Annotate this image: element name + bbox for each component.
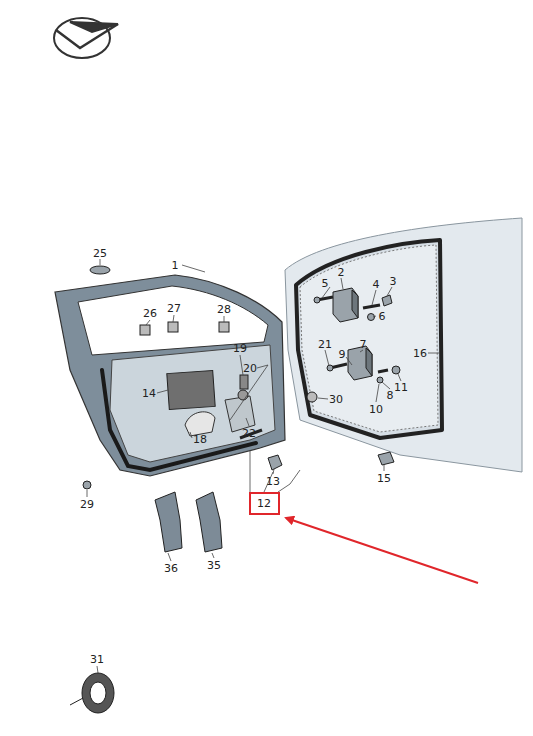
- callout-number: 14: [142, 388, 156, 399]
- callout-number: 15: [377, 473, 391, 484]
- callout-number: 19: [233, 343, 247, 354]
- leader-lines: [87, 259, 440, 673]
- callout-number: 16: [413, 348, 427, 359]
- callout-number: 3: [390, 276, 397, 287]
- logo: [54, 18, 118, 58]
- callout-number: 13: [266, 476, 280, 487]
- callout-number: 4: [373, 279, 380, 290]
- callout-number: 6: [379, 311, 386, 322]
- callout-number: 11: [394, 382, 408, 393]
- door: [55, 275, 285, 476]
- callout-number: 20: [243, 363, 257, 374]
- highlight-box: 12: [249, 492, 280, 515]
- callout-number: 9: [339, 349, 346, 360]
- callout-number: 18: [193, 434, 207, 445]
- highlight-arrow: [286, 518, 478, 583]
- tape-roll: [70, 673, 114, 713]
- callout-number: 22: [242, 428, 256, 439]
- callout-number: 2: [338, 267, 345, 278]
- callout-number: 21: [318, 339, 332, 350]
- callout-number: 5: [322, 278, 329, 289]
- callout-number: 31: [90, 654, 104, 665]
- callout-number: 12: [257, 498, 271, 509]
- callout-number: 8: [387, 390, 394, 401]
- callout-number: 7: [360, 339, 367, 350]
- callout-number: 26: [143, 308, 157, 319]
- callout-number: 1: [172, 260, 179, 271]
- callout-number: 28: [217, 304, 231, 315]
- body-side: [285, 218, 522, 472]
- callout-number: 10: [369, 404, 383, 415]
- callout-number: 29: [80, 499, 94, 510]
- callout-number: 35: [207, 560, 221, 571]
- hinges: [83, 266, 400, 489]
- trim-covers: [155, 492, 222, 552]
- callout-number: 25: [93, 248, 107, 259]
- callout-number: 27: [167, 303, 181, 314]
- callout-number: 30: [329, 394, 343, 405]
- callout-number: 36: [164, 563, 178, 574]
